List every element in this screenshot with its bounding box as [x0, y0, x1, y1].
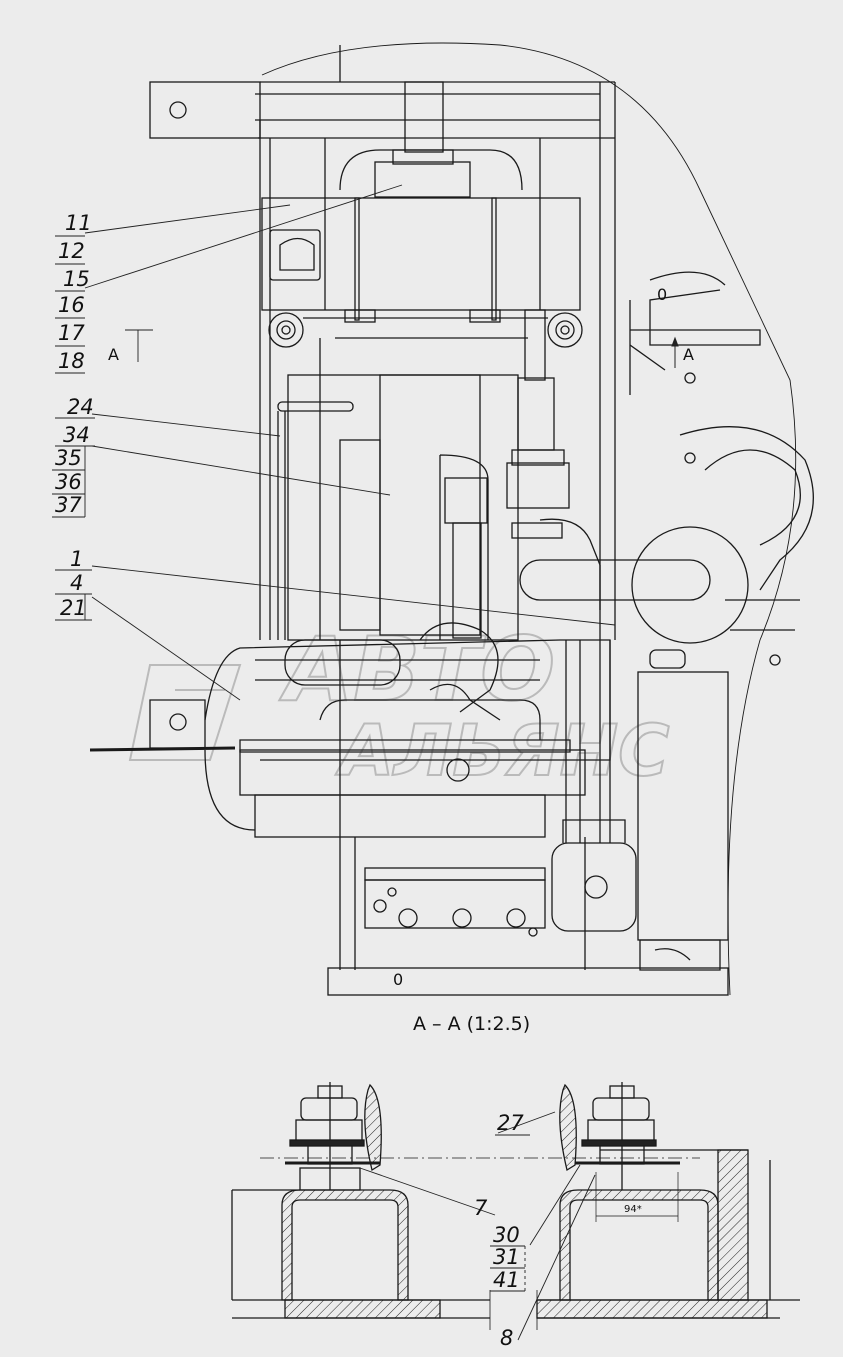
callout-16: 16	[58, 293, 85, 317]
callout-27: 27	[497, 1111, 524, 1135]
callout-17: 17	[58, 321, 85, 345]
callout-30: 30	[493, 1223, 520, 1247]
section-leader-lines	[359, 1111, 596, 1341]
callout-7: 7	[474, 1196, 488, 1220]
callout-37: 37	[55, 493, 82, 517]
callout-15: 15	[63, 267, 90, 291]
callout-4: 4	[70, 571, 83, 595]
callout-24: 24	[67, 395, 94, 419]
callout-18: 18	[58, 349, 85, 373]
main-view	[89, 42, 814, 996]
leader-lines	[84, 184, 616, 701]
watermark-line2: АЛЬЯНС	[335, 710, 670, 792]
section-mark-right: A	[683, 345, 694, 364]
callout-36: 36	[55, 470, 82, 494]
section-mark-left: A	[108, 345, 119, 364]
callout-21: 21	[60, 596, 87, 620]
section-title: А – А (1:2.5)	[413, 1013, 530, 1035]
callout-31: 31	[493, 1245, 520, 1269]
callout-1: 1	[70, 547, 83, 571]
callout-34: 34	[63, 423, 90, 447]
zero-mark-bottom: 0	[393, 970, 403, 989]
dimension-94: 94*	[624, 1204, 642, 1215]
section-view	[231, 1082, 800, 1330]
callout-8: 8	[500, 1326, 513, 1350]
callouts-section: 27 7 30 31 41 8	[474, 1111, 530, 1350]
callout-12: 12	[58, 239, 85, 263]
callouts-main: 11 12 15 16 17 18 24 34 35 36 37 1 4 21	[52, 211, 95, 621]
zero-mark-top: 0	[657, 285, 667, 304]
callout-35: 35	[55, 446, 82, 470]
callout-11: 11	[65, 211, 92, 235]
callout-41: 41	[493, 1268, 520, 1292]
